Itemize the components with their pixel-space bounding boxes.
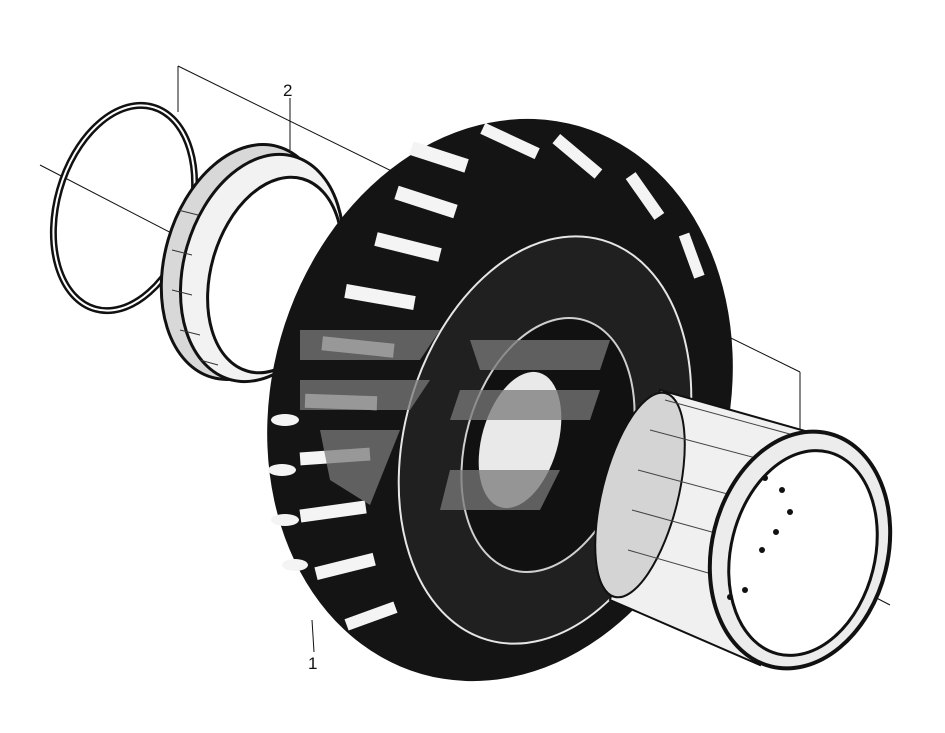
callout-label-1: 1 [308,654,318,673]
callout-label-2: 2 [283,81,293,100]
rim-inner [727,449,879,657]
rim-bolt-holes [727,475,793,600]
leader-line-1 [311,619,315,653]
sidewall-grooves [268,414,308,571]
watermark-logo [300,330,610,510]
wheel-rim [594,388,893,671]
